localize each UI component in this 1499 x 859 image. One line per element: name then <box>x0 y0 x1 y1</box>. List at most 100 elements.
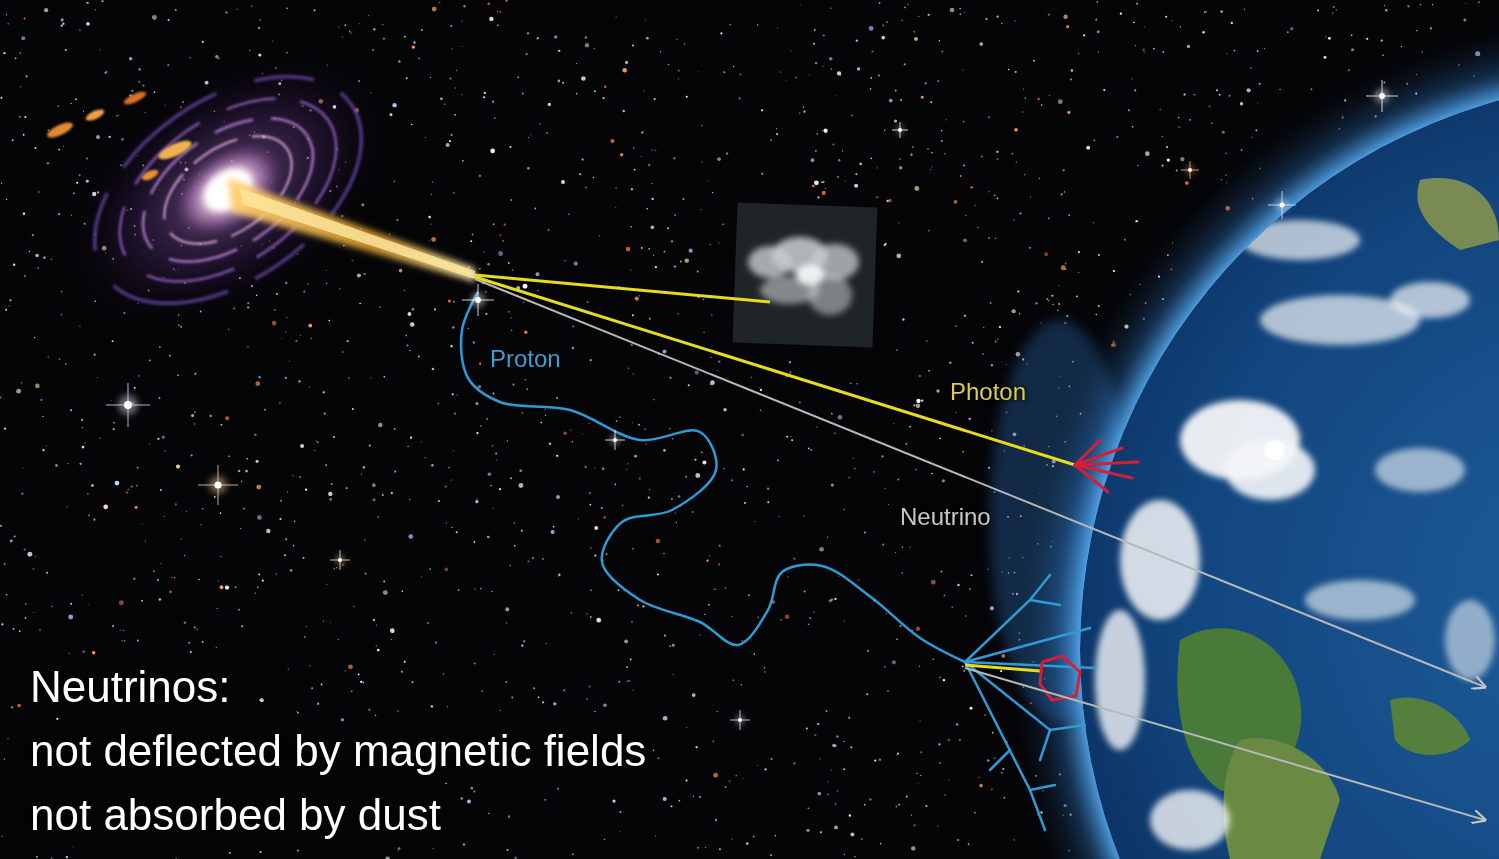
star <box>34 337 35 338</box>
star <box>23 212 25 214</box>
star <box>71 214 72 215</box>
star <box>210 415 212 417</box>
star <box>1324 56 1327 59</box>
star <box>685 780 687 782</box>
star <box>178 324 180 326</box>
star <box>1071 69 1073 71</box>
star <box>46 572 48 574</box>
star <box>528 137 529 138</box>
star <box>476 432 478 434</box>
star-core <box>738 718 742 722</box>
star <box>1176 170 1178 172</box>
star <box>803 111 805 113</box>
star <box>653 255 654 256</box>
star <box>928 370 930 372</box>
star <box>603 704 607 708</box>
star <box>886 613 887 614</box>
jet <box>240 188 475 279</box>
galaxy-arm <box>87 61 369 319</box>
star <box>684 43 686 45</box>
star <box>315 440 316 441</box>
star <box>871 158 873 160</box>
star <box>475 402 478 405</box>
star <box>1416 30 1417 31</box>
star <box>136 485 138 487</box>
star-spike <box>330 550 350 570</box>
star <box>616 420 618 422</box>
star <box>882 544 884 546</box>
star <box>331 483 333 485</box>
star <box>421 576 422 577</box>
star <box>462 46 463 47</box>
star <box>494 654 495 655</box>
star <box>525 53 527 55</box>
star <box>6 14 7 15</box>
star <box>1097 30 1100 33</box>
star <box>264 409 266 411</box>
star <box>537 37 539 39</box>
star <box>1120 13 1122 15</box>
star <box>646 208 647 209</box>
star <box>522 93 524 95</box>
star <box>888 504 889 505</box>
star <box>24 18 26 20</box>
star <box>988 237 990 239</box>
star <box>806 727 808 729</box>
star-core <box>898 128 902 132</box>
star <box>431 194 432 195</box>
star <box>338 639 339 640</box>
star <box>1023 88 1024 89</box>
star <box>214 496 216 498</box>
star <box>944 153 946 155</box>
star <box>991 364 993 366</box>
galaxy-arm <box>54 30 403 350</box>
star <box>408 312 412 316</box>
star <box>493 392 495 394</box>
star <box>545 409 546 410</box>
star <box>982 353 984 355</box>
star <box>91 484 94 487</box>
star-core <box>475 297 481 303</box>
star <box>723 468 724 469</box>
star <box>888 199 891 202</box>
star <box>969 418 971 420</box>
star <box>733 66 734 67</box>
star <box>247 302 249 304</box>
star <box>678 495 681 498</box>
star <box>897 478 899 480</box>
star <box>490 149 495 154</box>
star <box>556 397 558 399</box>
star <box>570 430 571 431</box>
star <box>410 322 415 327</box>
star <box>68 615 73 620</box>
star <box>445 568 449 572</box>
star <box>1172 20 1173 21</box>
star <box>620 153 623 156</box>
star <box>1317 10 1319 12</box>
star <box>0 97 2 99</box>
star <box>421 29 423 31</box>
star <box>432 181 433 182</box>
star <box>551 530 555 534</box>
star <box>1086 146 1090 150</box>
star <box>831 769 832 770</box>
star <box>1290 27 1293 30</box>
star <box>1049 95 1050 96</box>
star <box>959 739 961 741</box>
air-shower <box>965 575 1095 830</box>
star <box>776 128 777 129</box>
star <box>439 2 441 4</box>
star <box>37 267 39 269</box>
star <box>641 247 643 249</box>
star <box>326 283 327 284</box>
star <box>885 488 886 489</box>
star <box>404 661 406 663</box>
star-spike <box>730 710 750 730</box>
star <box>680 260 682 262</box>
star <box>895 806 897 808</box>
star <box>757 765 758 766</box>
star <box>511 696 513 698</box>
star <box>276 293 278 295</box>
star <box>835 803 837 805</box>
star <box>1015 71 1017 73</box>
